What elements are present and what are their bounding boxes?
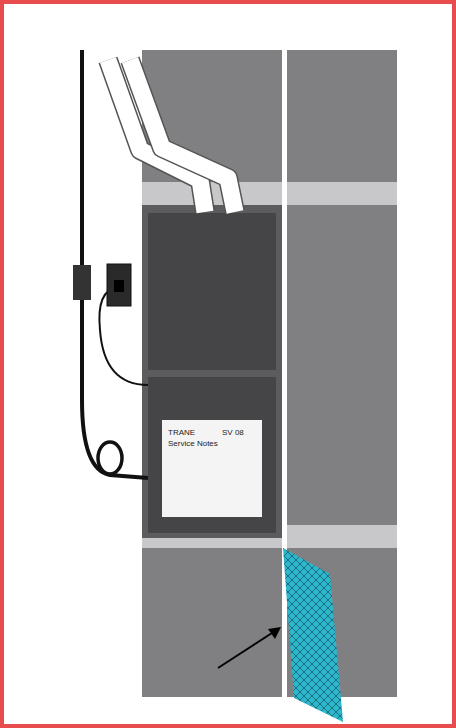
card-text: SV 08 <box>222 428 244 438</box>
power-cable <box>82 50 148 478</box>
air-filter <box>283 548 343 722</box>
outlet <box>107 264 131 306</box>
pointer-arrow <box>218 627 281 668</box>
card-text: TRANE <box>168 428 195 438</box>
cable-clip <box>73 265 91 300</box>
vent-pipes <box>108 60 235 212</box>
service-card: TRANEService Notes SV 08 <box>162 420 262 517</box>
card-text: Service Notes <box>168 439 218 449</box>
